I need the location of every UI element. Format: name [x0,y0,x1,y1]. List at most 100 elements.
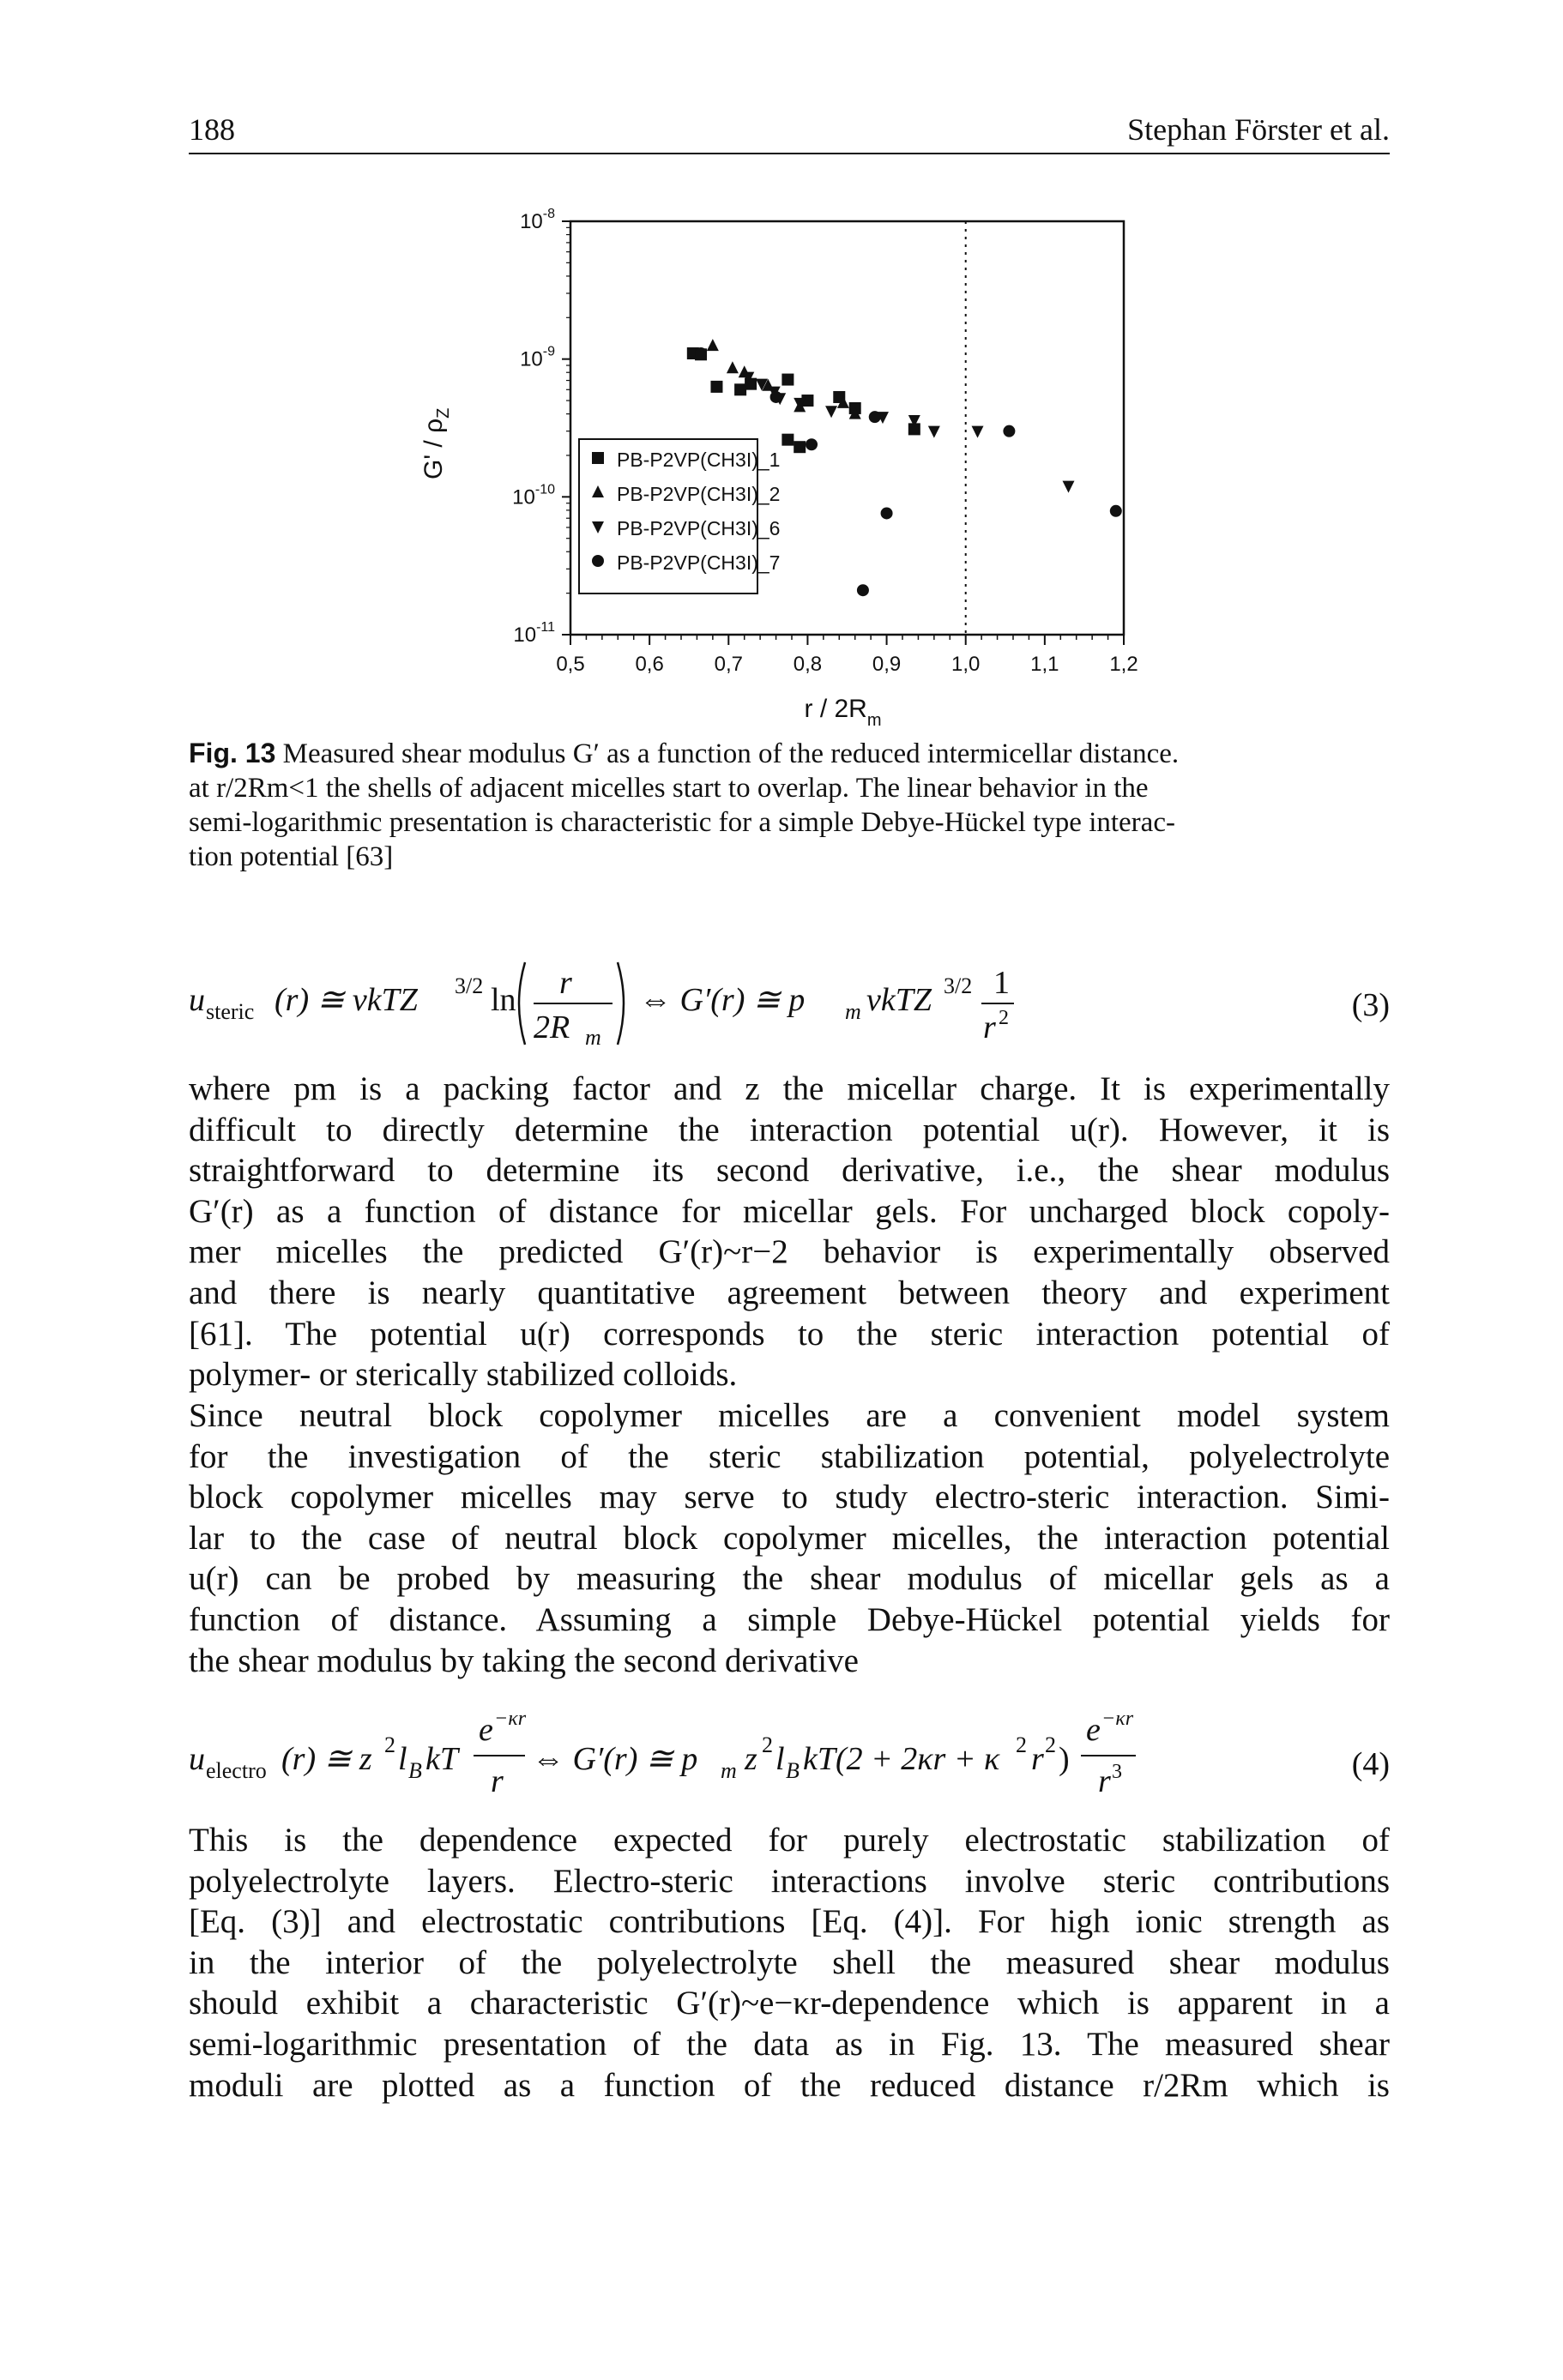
eq4-body5-sup: 2 [762,1732,773,1757]
chart-legend: PB-P2VP(CH3I)_1PB-P2VP(CH3I)_2PB-P2VP(CH… [578,438,780,594]
legend-label-2: PB-P2VP(CH3I)_2 [617,483,780,505]
eq4-lhs-sub: electro [206,1758,267,1783]
data-point-series-3 [825,406,838,419]
p3-line-7: moduli are plotted as a function of the … [189,2066,1390,2104]
eq4-frac-den: r [491,1763,504,1799]
chart-points [686,339,1122,597]
eq3-body3: ⇔ G′(r) ≅ p [639,982,805,1018]
eq4-frac2-num-sup: −κr [1101,1708,1134,1730]
data-point-series-4 [880,507,893,520]
eq3-paren-right [616,961,625,1045]
p3-line-6: semi-logarithmic presentation of the dat… [189,2025,1390,2063]
eq4-frac2-num: e [1086,1712,1101,1748]
data-point-series-3 [927,425,940,438]
data-point-series-4 [1109,504,1122,517]
paragraph-2: Since neutral block copolymer micelles a… [189,1395,1390,1681]
p2-line-2: for the investigation of the steric stab… [189,1437,1390,1475]
eq4-body3: kT [425,1741,461,1777]
eq3-frac2-den: r [983,1009,996,1045]
page-header: 188 Stephan Förster et al. [189,103,1390,154]
data-point-series-1 [801,395,814,407]
equation-4-svg: u electro (r) ≅ z 2 l B kT e −κr r ⇔ G′(… [189,1708,1136,1799]
data-point-series-4 [868,411,881,424]
y-axis-label: G' / ρZ [419,408,453,479]
eq3-lhs-sub: steric [206,999,254,1024]
legend-label-4: PB-P2VP(CH3I)_7 [617,551,780,574]
x-tick-label: 0,8 [794,653,822,676]
paragraph-3: This is the dependence expected for pure… [189,1820,1390,2106]
legend-marker-2 [592,485,604,497]
data-point-series-4 [769,390,782,403]
eq3-frac2-num: 1 [993,965,1010,1001]
equation-3-number: (3) [1351,987,1390,1023]
data-point-series-3 [971,425,984,438]
eq3-frac-den: 2R [534,1009,570,1045]
equation-4: u electro (r) ≅ z 2 l B kT e −κr r ⇔ G′(… [189,1702,1390,1814]
header-rule [189,153,1390,154]
p1-line-3: straightforward to determine its second … [189,1152,1390,1190]
legend-marker-3 [592,521,604,533]
p1-line-5: mer micelles the predicted G′(r)~r−2 beh… [189,1233,1390,1271]
caption-line-1: Measured shear modulus G′ as a function … [282,738,1180,769]
x-tick-label: 0,9 [872,653,901,676]
x-tick-label: 0,5 [556,653,584,676]
data-point-series-3 [794,397,806,410]
eq4-body6: l [775,1741,785,1777]
data-point-series-2 [706,339,719,352]
data-point-series-1 [734,383,747,396]
legend-box [578,438,758,594]
x-tick-label: 0,7 [715,653,743,676]
data-point-series-1 [710,380,723,393]
equation-3-svg: u steric (r) ≅ vkTZ 3/2 ln r 2R m ⇔ G′(r… [189,961,1014,1050]
data-point-series-1 [782,433,794,446]
caption-line-2: at r/2Rm<1 the shells of adjacent micell… [189,773,1149,804]
data-point-series-3 [908,414,920,427]
figure-label: Fig. 13 [189,738,276,768]
eq3-lhs: u [189,982,205,1018]
eq4-body9: ) [1059,1741,1070,1777]
y-tick-label: 10-8 [520,207,555,233]
eq3-frac2-den-sup: 2 [999,1007,1009,1029]
p3-line-5: should exhibit a characteristic G′(r)~e−… [189,1985,1390,2022]
p3-line-4: in the interior of the polyelectrolyte s… [189,1943,1390,1981]
legend-label-1: PB-P2VP(CH3I)_1 [617,449,780,471]
p3-line-3: [Eq. (3)] and electrostatic contribution… [189,1903,1390,1941]
equation-4-number: (4) [1351,1746,1390,1782]
p1-line-2: difficult to directly determine the inte… [189,1111,1390,1148]
eq4-body6-sub: B [786,1758,800,1783]
eq4-body4-sub: m [721,1758,737,1783]
x-tick-label: 1,2 [1109,653,1138,676]
x-axis-label: r / 2Rm [805,695,882,729]
data-point-series-2 [848,407,861,419]
legend-label-3: PB-P2VP(CH3I)_6 [617,517,780,539]
eq4-body7: kT(2 + 2κr + κ [803,1741,1000,1777]
eq4-body2: l [398,1741,407,1777]
eq4-body4: ⇔ G′(r) ≅ p [532,1741,697,1777]
data-point-series-1 [782,373,794,386]
p1-line-6: and there is nearly quantitative agreeme… [189,1274,1390,1311]
p3-line-2: polyelectrolyte layers. Electro-steric i… [189,1862,1390,1900]
x-tick-label: 0,6 [635,653,663,676]
eq4-body2-sub: B [408,1758,422,1783]
legend-marker-1 [592,452,604,464]
p2-line-4: lar to the case of neutral block copolym… [189,1519,1390,1557]
eq3-paren-left [517,961,527,1045]
eq4-body5: z [744,1741,757,1777]
data-point-series-4 [806,438,818,451]
eq3-body1: (r) ≅ vkTZ [275,982,419,1018]
p2-line-1: Since neutral block copolymer micelles a… [189,1397,1390,1434]
caption-line-4: tion potential [63] [189,841,394,872]
legend-marker-4 [592,555,604,567]
figure-caption: Fig. 13 Measured shear modulus G′ as a f… [189,736,1390,874]
p2-line-3: block copolymer micelles may serve to st… [189,1479,1390,1516]
data-point-series-4 [856,584,869,597]
eq3-frac-num: r [559,965,572,1001]
p3-line-1: This is the dependence expected for pure… [189,1822,1390,1859]
eq4-body8: r [1031,1741,1044,1777]
chart-axes [569,220,1125,636]
eq4-body1: (r) ≅ z [281,1741,372,1777]
data-point-series-2 [726,361,739,374]
eq3-ln: ln [491,982,516,1018]
